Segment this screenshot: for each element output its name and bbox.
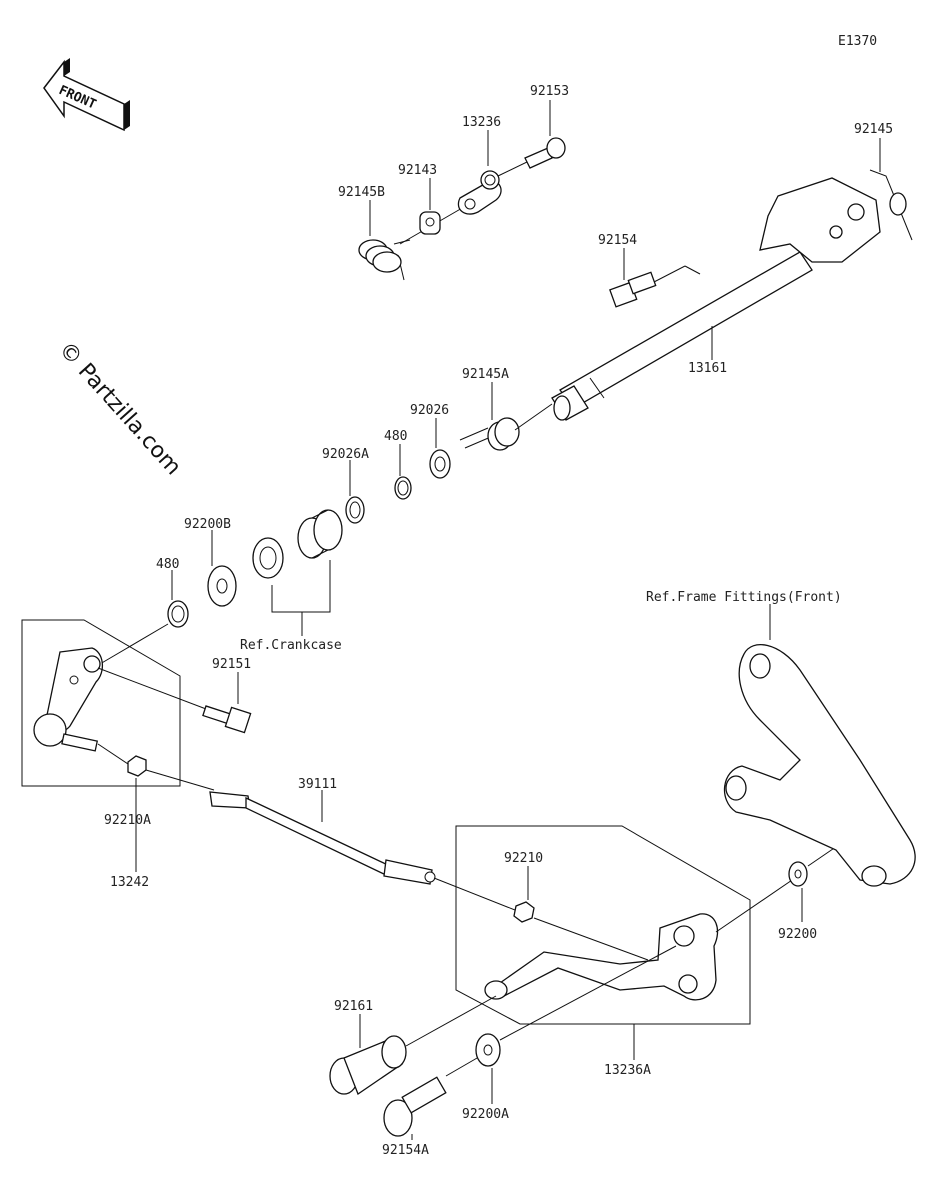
- bolt-92154a: [383, 1076, 447, 1137]
- label-92151: 92151: [212, 657, 251, 672]
- label-92026: 92026: [410, 403, 449, 418]
- diagram-code: E1370: [838, 34, 877, 49]
- watermark: © Partzilla.com: [54, 337, 186, 480]
- label-92145b: 92145B: [338, 185, 385, 200]
- washer-92026: [429, 449, 451, 479]
- lever-13236: [457, 170, 502, 215]
- spring-92145a: [459, 417, 520, 451]
- oil-seal: [252, 537, 284, 579]
- label-92200a: 92200A: [462, 1107, 509, 1122]
- shift-arm-13242: [33, 647, 103, 752]
- label-92210a: 92210A: [104, 813, 151, 828]
- bolt-92153: [524, 137, 566, 169]
- spring-92145: [869, 169, 913, 241]
- bolt-92154: [609, 265, 701, 308]
- nut-92210a: [127, 755, 147, 777]
- label-13236a: 13236A: [604, 1063, 651, 1078]
- collar-92143: [419, 211, 441, 235]
- washer-92200a: [475, 1033, 501, 1067]
- ref-crankcase-label: Ref.Crankcase: [240, 638, 342, 653]
- label-92154a: 92154A: [382, 1143, 429, 1158]
- label-13161: 13161: [688, 361, 727, 376]
- shift-shaft-13161: [551, 177, 881, 421]
- label-92200: 92200: [778, 927, 817, 942]
- label-92153: 92153: [530, 84, 569, 99]
- rubber-92161: [329, 1035, 407, 1095]
- shift-pedal-13236a: [484, 913, 719, 1001]
- washer-92200b: [207, 565, 237, 607]
- circlip-480-left: [167, 600, 189, 628]
- label-480-top: 480: [384, 429, 407, 444]
- label-92145: 92145: [854, 122, 893, 137]
- label-92200b: 92200B: [184, 517, 231, 532]
- front-arrow-icon: FRONT: [43, 58, 130, 132]
- washer-92026a: [345, 496, 365, 524]
- bolt-92151: [202, 705, 252, 734]
- label-480-left: 480: [156, 557, 179, 572]
- label-92210: 92210: [504, 851, 543, 866]
- label-92026a: 92026A: [322, 447, 369, 462]
- label-13242: 13242: [110, 875, 149, 890]
- tie-rod-39111: [209, 791, 436, 885]
- label-92161: 92161: [334, 999, 373, 1014]
- washer-92200: [788, 861, 808, 887]
- nut-92210: [513, 901, 535, 923]
- needle-bearing: [297, 509, 343, 559]
- label-13236: 13236: [462, 115, 501, 130]
- label-39111: 39111: [298, 777, 337, 792]
- label-92145a: 92145A: [462, 367, 509, 382]
- circlip-480-top: [394, 476, 412, 500]
- label-92143: 92143: [398, 163, 437, 178]
- spring-92145b: [358, 239, 411, 281]
- label-92154: 92154: [598, 233, 637, 248]
- ref-frame-fittings-label: Ref.Frame Fittings(Front): [646, 590, 842, 605]
- frame-fitting: [723, 644, 916, 887]
